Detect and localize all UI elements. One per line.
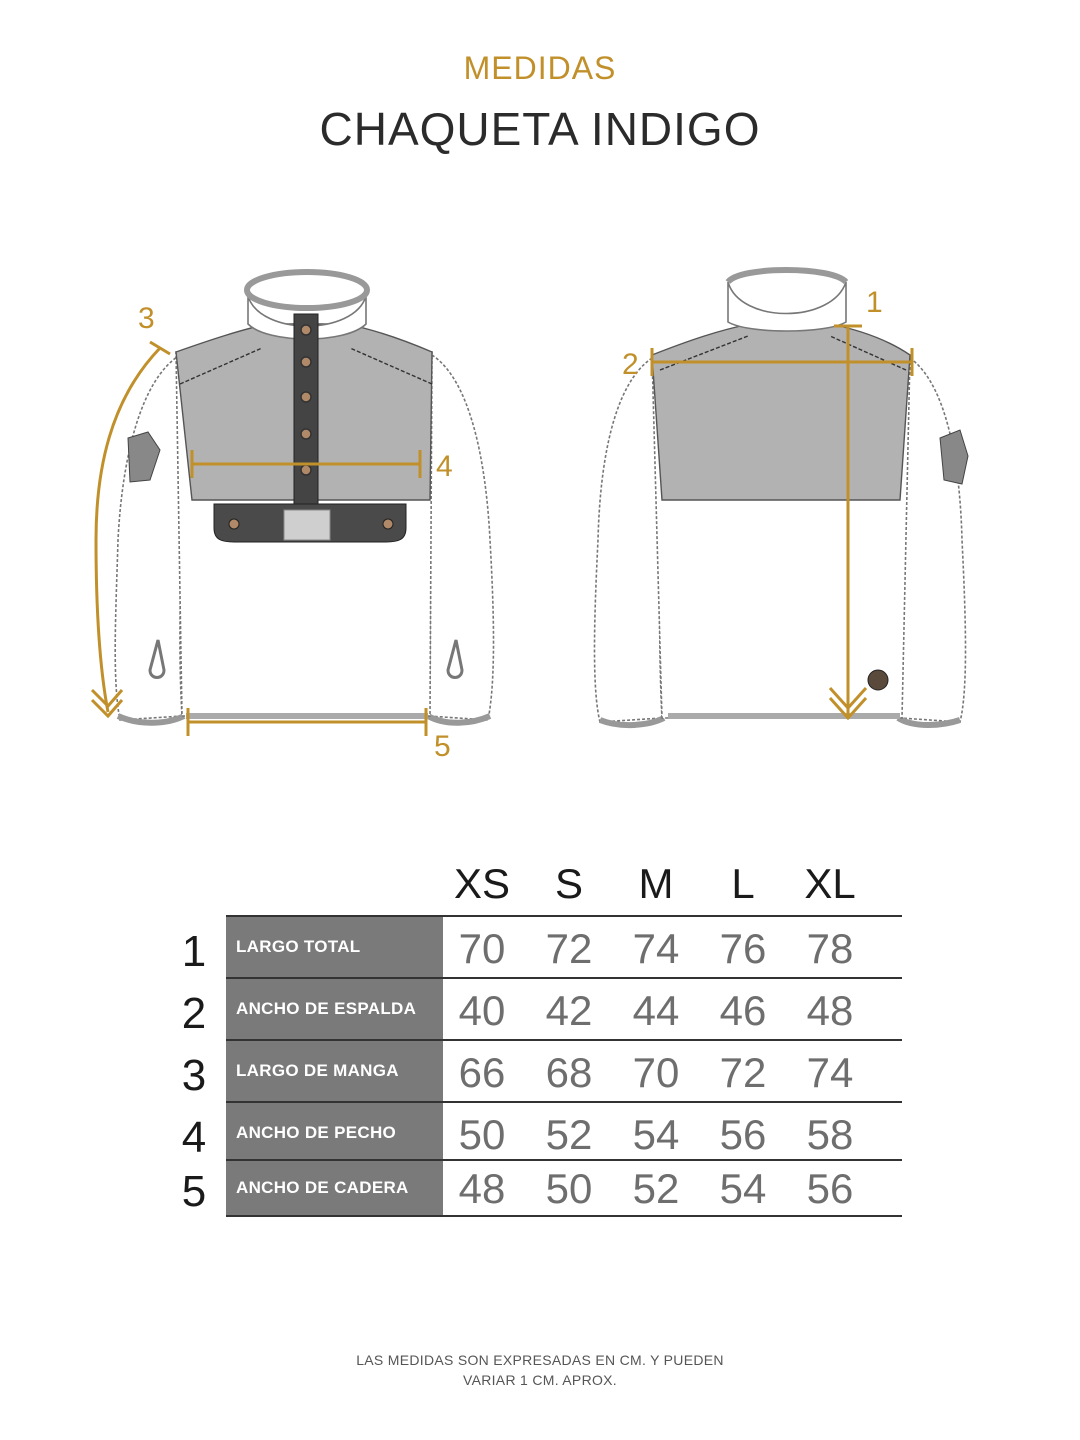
cell-value: 56 <box>806 1165 854 1212</box>
table-top-rule <box>226 915 902 917</box>
cell-value: 58 <box>806 1111 854 1158</box>
row-divider <box>226 1159 902 1161</box>
cell-value: 70 <box>632 1049 680 1096</box>
mark-3: 3 <box>138 302 155 335</box>
row-number: 2 <box>181 989 207 1038</box>
cell-value: 50 <box>458 1111 506 1158</box>
table-row: 1 LARGO TOTAL 70 72 74 76 78 <box>178 917 902 977</box>
footer-note-line-1: LAS MEDIDAS SON EXPRESADAS EN CM. Y PUED… <box>356 1352 724 1368</box>
footer-note-line-2: VARIAR 1 CM. APROX. <box>462 1372 618 1388</box>
cell-value: 72 <box>719 1049 767 1096</box>
row-label: LARGO DE MANGA <box>226 1041 443 1101</box>
jacket-illustration: 1 2 3 4 5 <box>90 267 969 763</box>
cell-value: 78 <box>806 925 854 972</box>
table-row: 4 ANCHO DE PECHO 50 52 54 56 58 <box>178 1103 902 1163</box>
jacket-front <box>114 269 495 726</box>
mark-1: 1 <box>866 286 883 319</box>
mark-2: 2 <box>622 348 639 381</box>
row-divider <box>226 1101 902 1103</box>
size-header-xl: XL <box>804 860 856 907</box>
cell-value: 46 <box>719 987 767 1034</box>
subtitle: MEDIDAS <box>463 50 617 86</box>
measurement-guides <box>90 324 914 736</box>
row-number: 3 <box>181 1051 207 1100</box>
cell-value: 74 <box>632 925 680 972</box>
cell-value: 76 <box>719 925 767 972</box>
cell-value: 68 <box>545 1049 593 1096</box>
cell-value: 66 <box>458 1049 506 1096</box>
size-header-s: S <box>554 860 583 907</box>
size-header-m: M <box>638 860 674 907</box>
cell-value: 74 <box>806 1049 854 1096</box>
size-header-l: L <box>731 860 755 907</box>
table-row: 5 ANCHO DE CADERA 48 50 52 54 56 <box>178 1161 902 1216</box>
row-label: ANCHO DE CADERA <box>226 1161 443 1215</box>
row-number: 5 <box>181 1167 207 1216</box>
row-label: ANCHO DE ESPALDA <box>226 979 443 1039</box>
cell-value: 42 <box>545 987 593 1034</box>
row-number: 1 <box>181 927 207 976</box>
mark-5: 5 <box>434 730 451 763</box>
cell-value: 40 <box>458 987 506 1034</box>
cell-value: 52 <box>545 1111 593 1158</box>
back-yoke-panel <box>651 323 911 501</box>
table-row: 3 LARGO DE MANGA 66 68 70 72 74 <box>178 1041 902 1101</box>
size-header-xs: XS <box>453 860 511 907</box>
page-title: CHAQUETA INDIGO <box>319 103 761 155</box>
row-number: 4 <box>181 1113 207 1162</box>
cell-value: 50 <box>545 1165 593 1212</box>
row-label: ANCHO DE PECHO <box>226 1103 443 1163</box>
row-divider <box>226 977 902 979</box>
table-row: 2 ANCHO DE ESPALDA 40 42 44 46 48 <box>178 979 902 1039</box>
guide-sleeve-length <box>94 346 162 713</box>
mark-4: 4 <box>436 450 453 483</box>
row-divider <box>226 1039 902 1041</box>
cell-value: 52 <box>632 1165 680 1212</box>
cell-value: 70 <box>458 925 506 972</box>
cell-value: 44 <box>632 987 680 1034</box>
cell-value: 72 <box>545 925 593 972</box>
cell-value: 56 <box>719 1111 767 1158</box>
table-bottom-rule <box>226 1215 902 1217</box>
row-label: LARGO TOTAL <box>226 917 443 977</box>
cell-value: 48 <box>458 1165 506 1212</box>
footer-note: LAS MEDIDAS SON EXPRESADAS EN CM. Y PUED… <box>0 1350 1080 1390</box>
cell-value: 48 <box>806 987 854 1034</box>
jacket-back <box>593 267 969 729</box>
cell-value: 54 <box>719 1165 767 1212</box>
cell-value: 54 <box>632 1111 680 1158</box>
